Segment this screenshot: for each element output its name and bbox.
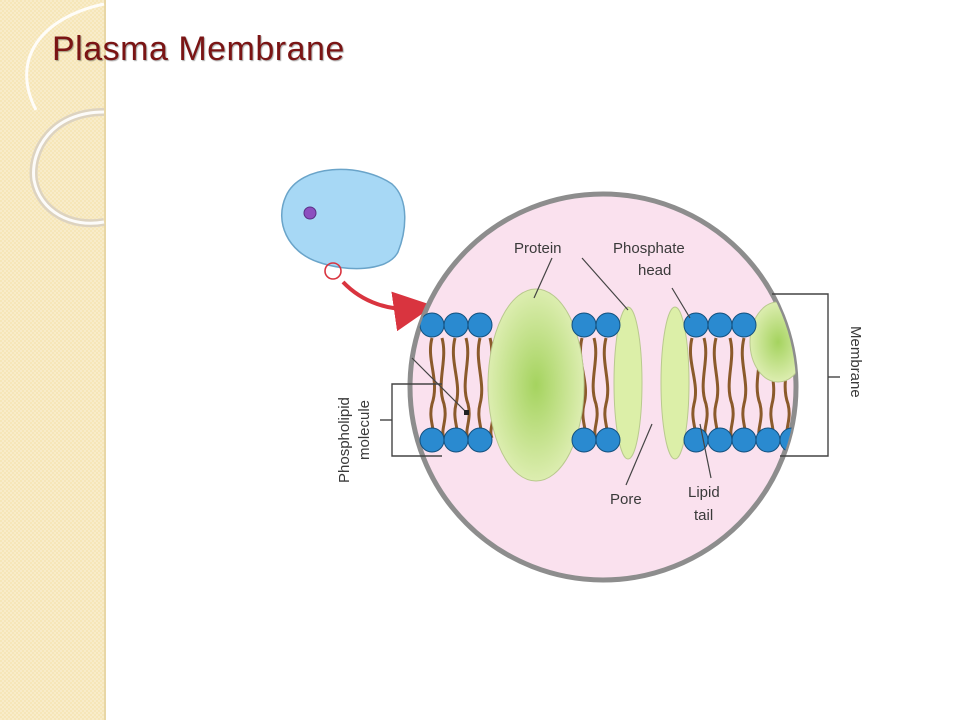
channel-protein-right	[660, 306, 690, 460]
label-lipid-tail-line2: tail	[694, 507, 713, 524]
large-protein	[487, 288, 585, 482]
membrane-bilayer	[419, 288, 796, 482]
label-phospholipid-line2: molecule	[356, 400, 373, 460]
nucleus-dot	[303, 206, 317, 220]
label-membrane: Membrane	[847, 326, 864, 398]
decorative-arcs	[25, 2, 105, 228]
slide-title: Plasma Membrane	[52, 30, 345, 68]
label-pore: Pore	[610, 491, 642, 508]
membrane-bracket	[772, 293, 829, 457]
label-phosphate-head-line2: head	[638, 262, 671, 279]
label-phosphate-head-line1: Phosphate	[613, 240, 685, 257]
zoom-marker-circle	[324, 262, 342, 280]
zoom-arrow	[341, 280, 434, 332]
cell-shape	[281, 168, 406, 270]
channel-protein-left	[613, 306, 643, 460]
decorative-sidebar	[0, 0, 106, 720]
label-protein: Protein	[514, 240, 562, 257]
label-lipid-tail-line1: Lipid	[688, 484, 720, 501]
magnified-membrane-circle	[407, 191, 799, 583]
label-phospholipid-line1: Phospholipid	[336, 397, 353, 483]
